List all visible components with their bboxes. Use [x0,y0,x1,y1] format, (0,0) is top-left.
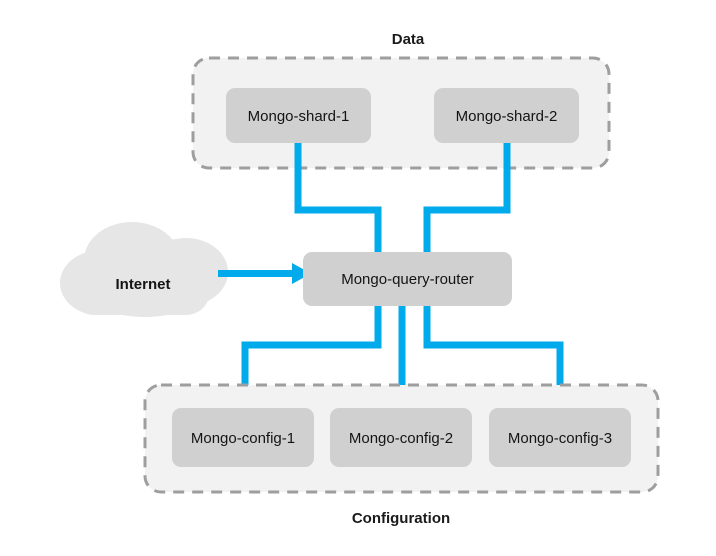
internet-cloud-label: Internet [115,276,170,293]
mongo-shard-1-box[interactable] [226,88,371,143]
mongo-config-3[interactable]: Mongo-config-3 [489,408,631,467]
connector-router-to-config3 [423,305,564,408]
arrow-head-icon [292,263,311,284]
connector-group-shards [294,142,511,252]
connector-shard1-to-router [294,142,382,252]
mongo-shard-1[interactable]: Mongo-shard-1 [226,88,371,143]
mongo-config-2-label: Mongo-config-2 [349,430,453,447]
mongo-config-3-label: Mongo-config-3 [508,430,612,447]
mongo-shard-2-box[interactable] [434,88,579,143]
mongo-shard-2-label: Mongo-shard-2 [456,108,558,125]
configuration-group-label: Configuration [352,510,450,527]
mongo-config-2[interactable]: Mongo-config-2 [330,408,472,467]
connector-router-to-config1 [241,305,382,408]
mongo-config-1-box[interactable] [172,408,314,467]
mongo-query-router-box[interactable] [303,252,512,306]
connector-shard2-to-router [423,142,511,252]
mongo-config-3-box[interactable] [489,408,631,467]
data-group-label: Data [392,31,425,48]
mongo-query-router-label: Mongo-query-router [341,271,474,288]
connector-internet-to-router [218,263,311,284]
mongo-query-router[interactable]: Mongo-query-router [303,252,512,306]
mongo-shard-2[interactable]: Mongo-shard-2 [434,88,579,143]
mongo-config-1-label: Mongo-config-1 [191,430,295,447]
internet-cloud[interactable]: Internet [60,212,231,317]
cloud-shape [60,222,228,317]
mongo-config-2-box[interactable] [330,408,472,467]
mongo-shard-1-label: Mongo-shard-1 [248,108,350,125]
mongo-config-1[interactable]: Mongo-config-1 [172,408,314,467]
